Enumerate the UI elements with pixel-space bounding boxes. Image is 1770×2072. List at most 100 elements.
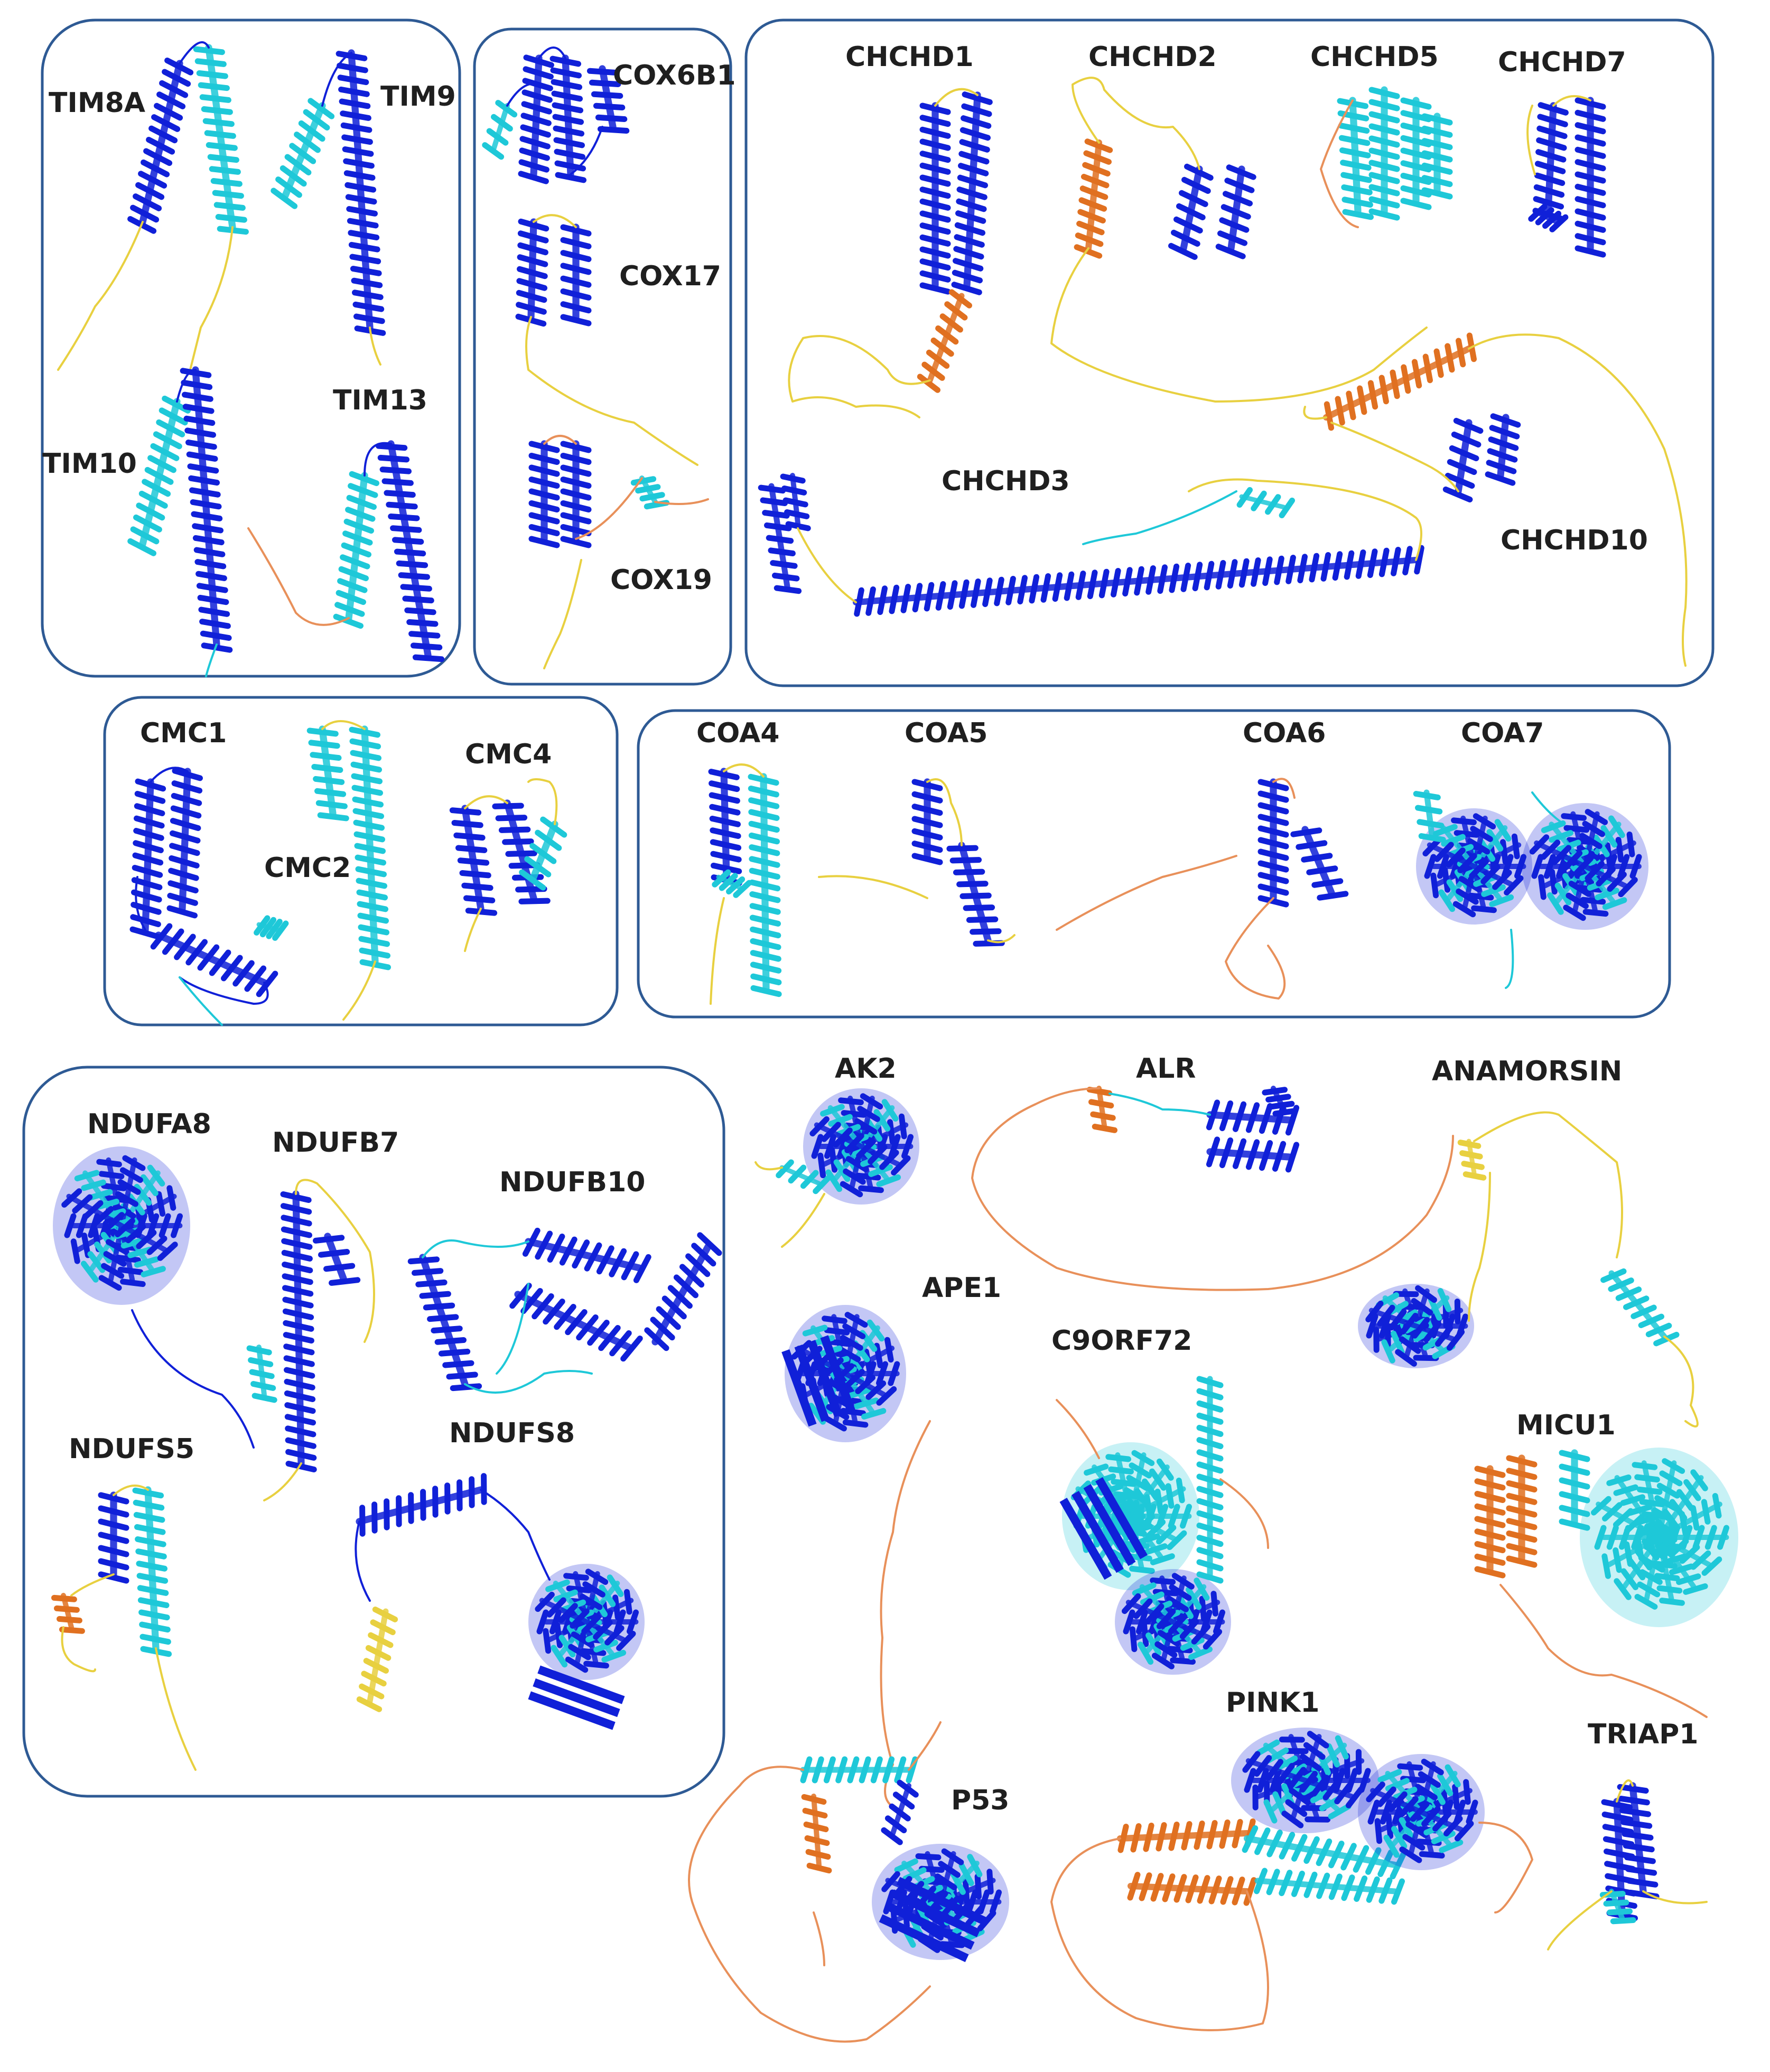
pink1-helix-3-axis (1243, 1835, 1399, 1869)
label-chchd7: CHCHD7 (1498, 46, 1626, 78)
group-box-nduf (22, 1066, 725, 1798)
tim10-tail (205, 643, 218, 677)
label-coa5: COA5 (905, 717, 988, 749)
micu1-helix-3 (1559, 1450, 1590, 1531)
p53-helix-3 (801, 1794, 832, 1874)
cox19-loops (543, 435, 709, 540)
ndufs5-helix-1 (98, 1492, 129, 1584)
ape1-tail (880, 1420, 931, 1808)
coa5-helix-1 (911, 779, 943, 865)
tim13-helix-1 (333, 471, 379, 629)
cox6b1-loops (506, 46, 603, 175)
ape1-sheet-strand0 (820, 1335, 855, 1413)
tim13-helix-2 (375, 443, 445, 662)
triap1-helix-1 (1617, 1784, 1660, 1900)
tim9-helix-2 (336, 51, 386, 336)
group-box-chchd (744, 18, 1715, 687)
chchd2-loops (1050, 77, 1428, 403)
c9orf72-sheet-strand0 (1095, 1477, 1148, 1560)
coa7-helix-n-axis (1423, 789, 1435, 838)
cmc1-helix-1 (129, 778, 166, 940)
p53-sheet-strand3 (879, 1914, 969, 1963)
ndufa8-domain-h6 (61, 1188, 178, 1261)
group-box-cmc (103, 696, 619, 1026)
alr-helix-1 (1206, 1099, 1300, 1136)
chchd7-loops (1526, 95, 1591, 175)
ndufs5-helix-2 (132, 1487, 172, 1657)
cox19-helix-2 (560, 441, 592, 548)
coa5-loops (818, 778, 1016, 944)
cmc4-loops (464, 778, 558, 952)
alr-helix-1-axis (1206, 1111, 1293, 1124)
chchd2-helix-3-axis (1227, 165, 1245, 252)
cmc1-loops (135, 767, 269, 1005)
cox19-tail (543, 559, 582, 669)
cox17-helix-1 (515, 218, 549, 327)
c9orf72-sheet-strand2 (1072, 1490, 1124, 1573)
coa4-helix-2 (748, 773, 782, 997)
label-cmc2: CMC2 (264, 852, 351, 884)
label-tim13: TIM13 (333, 385, 427, 416)
coa7-loops (1505, 791, 1565, 989)
alr-helix-n (1086, 1087, 1117, 1133)
chchd5-helix-3 (1400, 97, 1432, 210)
anamorsin-helix-2 (1600, 1268, 1680, 1347)
chchd2-helix-1 (1074, 138, 1113, 259)
pink1-helix-3 (1242, 1825, 1406, 1880)
chchd10-helix-2 (1442, 417, 1484, 502)
label-p53: P53 (951, 1785, 1009, 1816)
pink1-helix-1 (1117, 1818, 1256, 1853)
ndufb10-helix-2 (522, 1227, 651, 1283)
chchd2-helix-2-axis (1180, 165, 1203, 252)
tim8a-tail-2 (189, 226, 234, 371)
tim8a-helix-2 (193, 46, 249, 235)
ape1-sheet-strand3 (781, 1349, 817, 1427)
chchd3-helix-1 (758, 484, 802, 594)
micu1-helix-1 (1474, 1466, 1506, 1579)
ndufs8-helix-2 (356, 1607, 398, 1712)
coa6-helix-1 (1257, 779, 1289, 908)
label-ndufb10: NDUFB10 (499, 1166, 645, 1198)
c9orf72-sheet-strand1 (1083, 1484, 1136, 1566)
tim10-loop (176, 369, 197, 403)
pink1-helix-4 (1254, 1868, 1405, 1905)
chchd3-tail (1082, 490, 1237, 545)
ape1-sheet-strand1 (807, 1340, 843, 1417)
cmc1-helix-1-axis (142, 778, 154, 934)
chchd10-helix-3 (1485, 413, 1521, 486)
label-chchd5: CHCHD5 (1310, 41, 1439, 73)
label-chchd10: CHCHD10 (1501, 525, 1648, 556)
chchd7-helix-1 (1532, 102, 1569, 221)
tim8a-helix-1 (127, 58, 194, 234)
ndufb7-helix-1 (280, 1191, 317, 1472)
cox6b1-helix-4-axis (491, 103, 510, 151)
c9orf72-sheet-strand3 (1059, 1498, 1112, 1580)
group-box-coa (637, 709, 1671, 1019)
ndufb7-helix-2 (313, 1235, 361, 1286)
cmc4-helix-3 (519, 816, 567, 891)
label-triap1: TRIAP1 (1588, 1719, 1698, 1750)
chchd3-long-helix-axis (852, 556, 1420, 606)
tim13-helix-2-axis (387, 440, 432, 659)
pink1-helix-2 (1127, 1872, 1257, 1906)
chchd5-loops (1320, 99, 1359, 228)
label-alr: ALR (1136, 1053, 1196, 1085)
ndufs8-sheet-strand2 (528, 1691, 616, 1730)
label-cox6b1: COX6B1 (613, 60, 736, 91)
label-chchd1: CHCHD1 (845, 41, 974, 73)
ndufb10-helix-2-axis (525, 1238, 643, 1272)
cox19-helix-3 (630, 476, 670, 510)
label-cox17: COX17 (619, 260, 721, 292)
ndufs8-domain-h6 (535, 1591, 636, 1651)
tim9-tail (369, 326, 381, 366)
chchd10-loops (1303, 333, 1688, 667)
cmc1-tail (179, 976, 223, 1026)
chchd10-helix-1 (1324, 332, 1477, 431)
coa4-loops (710, 763, 765, 1005)
ndufs8-loops (355, 1489, 551, 1602)
ndufs8-helix-1 (359, 1473, 487, 1537)
label-coa7: COA7 (1461, 717, 1544, 749)
alr-linker (1108, 1093, 1211, 1116)
p53-sheet-strand1 (890, 1889, 981, 1937)
label-ape1: APE1 (922, 1272, 1001, 1304)
